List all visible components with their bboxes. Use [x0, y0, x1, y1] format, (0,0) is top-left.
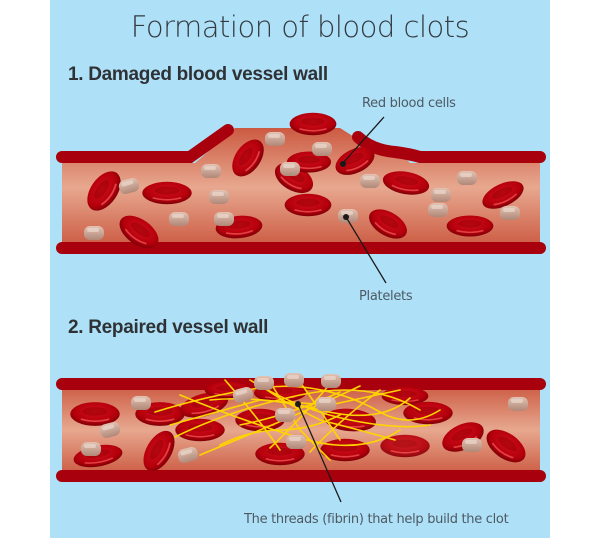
vessel-wall-bottom-1	[56, 242, 546, 254]
vessel-wall-top-right	[352, 131, 546, 163]
section-heading-damaged: 1. Damaged blood vessel wall	[68, 64, 328, 85]
platelet-pointer-dot	[343, 214, 349, 220]
vessel-repaired	[56, 373, 546, 482]
vessel-damaged	[56, 111, 546, 256]
diagram-title: Formation of blood clots	[130, 10, 470, 44]
vessel-wall-top-left	[56, 124, 234, 163]
label-fibrin: The threads (fibrin) that help build the…	[244, 512, 509, 527]
fibrin-pointer-dot	[295, 401, 301, 407]
vessel-wall-bottom-2	[56, 470, 546, 482]
section-heading-repaired: 2. Repaired vessel wall	[68, 317, 269, 338]
fibrin-leader-line	[297, 403, 342, 503]
label-platelets: Platelets	[359, 289, 413, 304]
rbc-pointer-dot	[340, 161, 346, 167]
label-red-blood-cells: Red blood cells	[362, 96, 456, 111]
rbc-leader-line	[342, 116, 385, 164]
platelet-leader-line	[345, 216, 387, 284]
